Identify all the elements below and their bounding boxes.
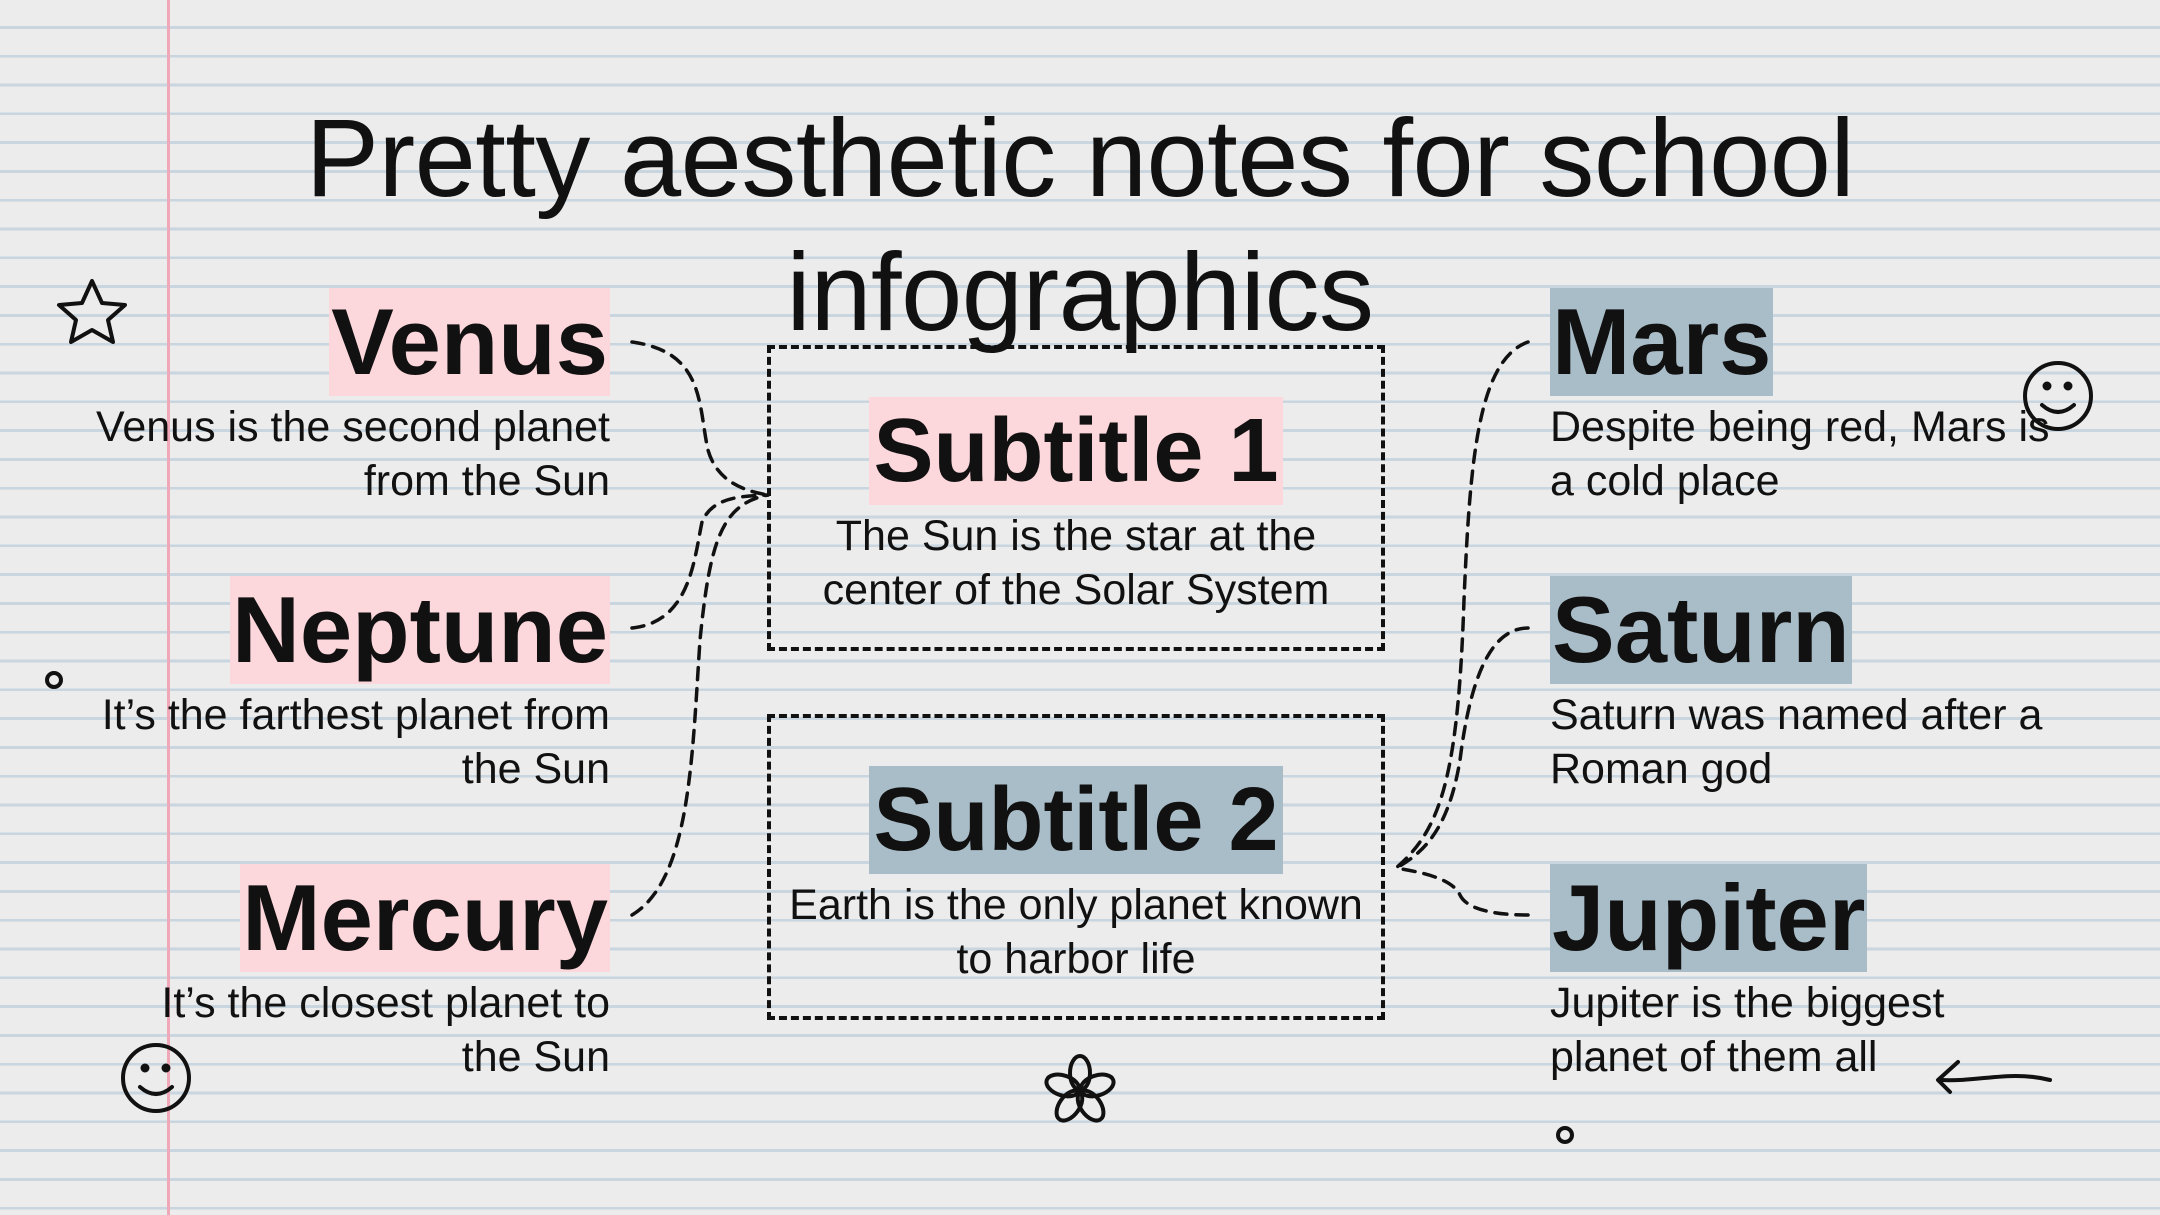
subtitle-box-1: Subtitle 1 The Sun is the star at the ce… <box>767 345 1385 651</box>
connector-saturn <box>1394 626 1530 870</box>
planet-description: Saturn was named after a Roman god <box>1550 691 2043 793</box>
star-icon <box>57 279 127 344</box>
planet-mercury: Mercury It’s the closest planet to the S… <box>90 864 610 1084</box>
planet-name: Venus <box>329 288 610 396</box>
planet-saturn: Saturn Saturn was named after a Roman go… <box>1550 576 2070 796</box>
planet-description: Venus is the second planet from the Sun <box>96 403 610 505</box>
page-title: Pretty aesthetic notes for school infogr… <box>305 97 1855 354</box>
planet-name: Jupiter <box>1550 864 1868 972</box>
planet-name: Saturn <box>1550 576 1852 684</box>
planet-name: Mars <box>1550 288 1774 396</box>
flower-icon <box>1044 1054 1116 1123</box>
subtitle-heading: Subtitle 2 <box>869 766 1283 874</box>
smiley-icon <box>2023 361 2093 431</box>
arrow-icon <box>1936 1060 2052 1094</box>
smiley-icon <box>121 1043 191 1113</box>
planet-mars: Mars Despite being red, Mars is a cold p… <box>1550 288 2070 508</box>
planet-description: It’s the farthest planet from the Sun <box>101 691 610 793</box>
planet-neptune: Neptune It’s the farthest planet from th… <box>90 576 610 796</box>
connector-neptune <box>630 493 770 630</box>
circle-icon <box>45 671 63 689</box>
planet-description: It’s the closest planet to the Sun <box>161 979 610 1081</box>
subtitle-heading: Subtitle 1 <box>869 397 1283 505</box>
subtitle-box-2: Subtitle 2 Earth is the only planet know… <box>767 714 1385 1020</box>
connector-jupiter <box>1394 866 1530 917</box>
subtitle-description: Earth is the only planet known to harbor… <box>789 881 1363 983</box>
connector-venus <box>630 340 770 497</box>
planet-jupiter: Jupiter Jupiter is the biggest planet of… <box>1550 864 2070 1084</box>
planet-description: Jupiter is the biggest planet of them al… <box>1550 979 1945 1081</box>
subtitle-description: The Sun is the star at the center of the… <box>822 512 1330 614</box>
notebook-margin-line <box>167 0 170 1215</box>
planet-venus: Venus Venus is the second planet from th… <box>90 288 610 508</box>
connector-mars <box>1394 340 1530 870</box>
planet-description: Despite being red, Mars is a cold place <box>1550 403 2050 505</box>
circle-icon <box>1556 1126 1574 1144</box>
planet-name: Neptune <box>230 576 610 684</box>
planet-name: Mercury <box>240 864 610 972</box>
connector-mercury <box>630 493 770 917</box>
